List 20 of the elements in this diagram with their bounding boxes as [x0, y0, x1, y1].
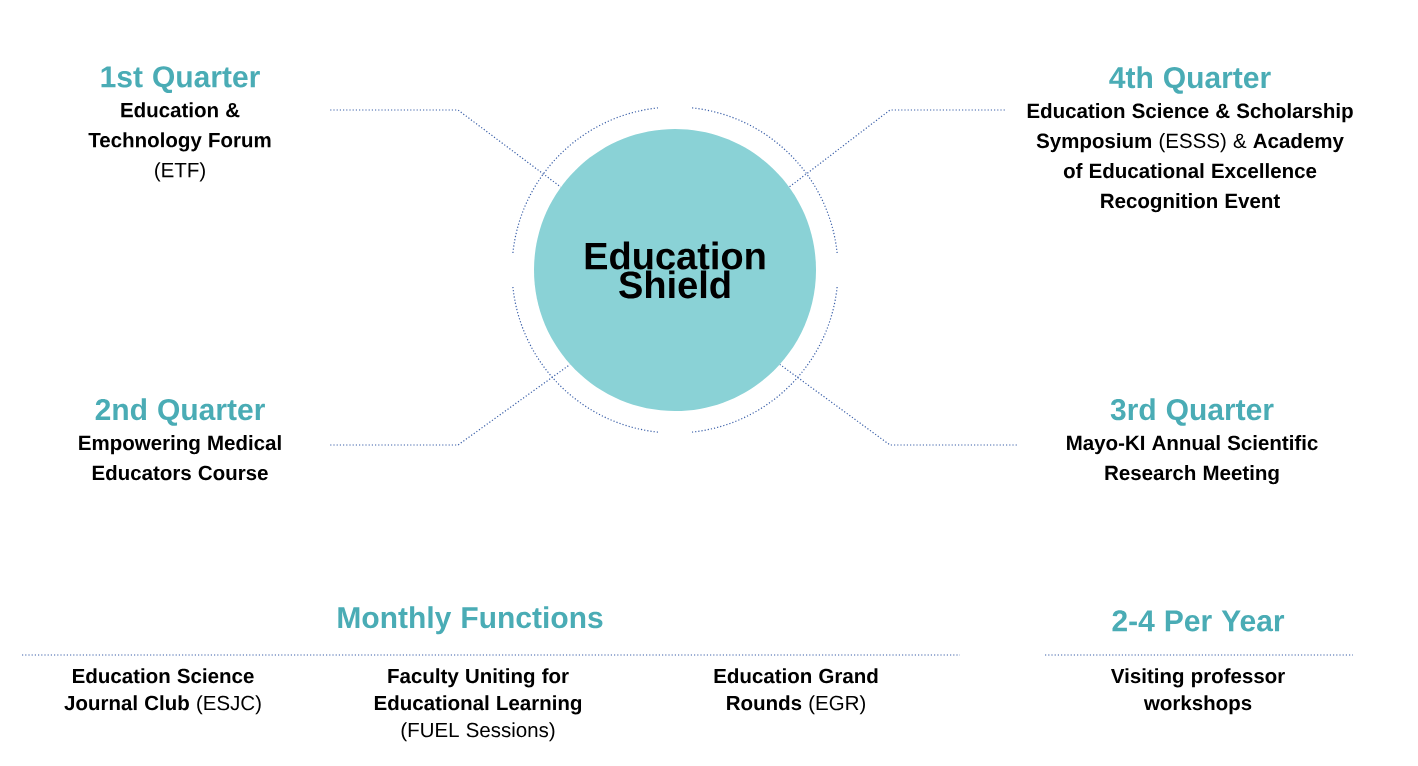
connector-line — [329, 109, 562, 188]
hub-title: Education Shield — [585, 241, 765, 299]
quarter-heading: 4th Quarter — [1109, 66, 1271, 94]
quarter-heading: 2nd Quarter — [95, 398, 265, 426]
section-heading: 2-4 Per Year — [1112, 610, 1285, 632]
connector-line — [329, 363, 571, 446]
event-text: Empowering Medical Educators Course — [79, 435, 281, 481]
function-text: Faculty Uniting for Educational Learning (FUEL Sessions) — [374, 668, 582, 742]
quarter-heading: 1st Quarter — [101, 66, 260, 94]
connector-line — [788, 109, 1006, 188]
function-text: Visiting professor workshops — [1110, 668, 1285, 715]
function-text: Education Science Journal Club (ESJC) — [64, 668, 261, 715]
event-text: Mayo-KI Annual Scientific Research Meeting — [1067, 435, 1318, 485]
function-text: Education Grand Rounds (EGR) — [714, 668, 878, 715]
event-text: Education & Technology Forum (ETF) — [88, 102, 271, 182]
event-text: Education Science & Scholarship Symposium (ESSS) & Academy of Educational Excellence Recognition Event — [1027, 103, 1353, 213]
quarter-heading: 3rd Quarter — [1110, 398, 1274, 426]
connector-line — [779, 363, 1018, 446]
hub-circle — [534, 129, 816, 411]
section-heading: Monthly Functions — [338, 606, 603, 635]
